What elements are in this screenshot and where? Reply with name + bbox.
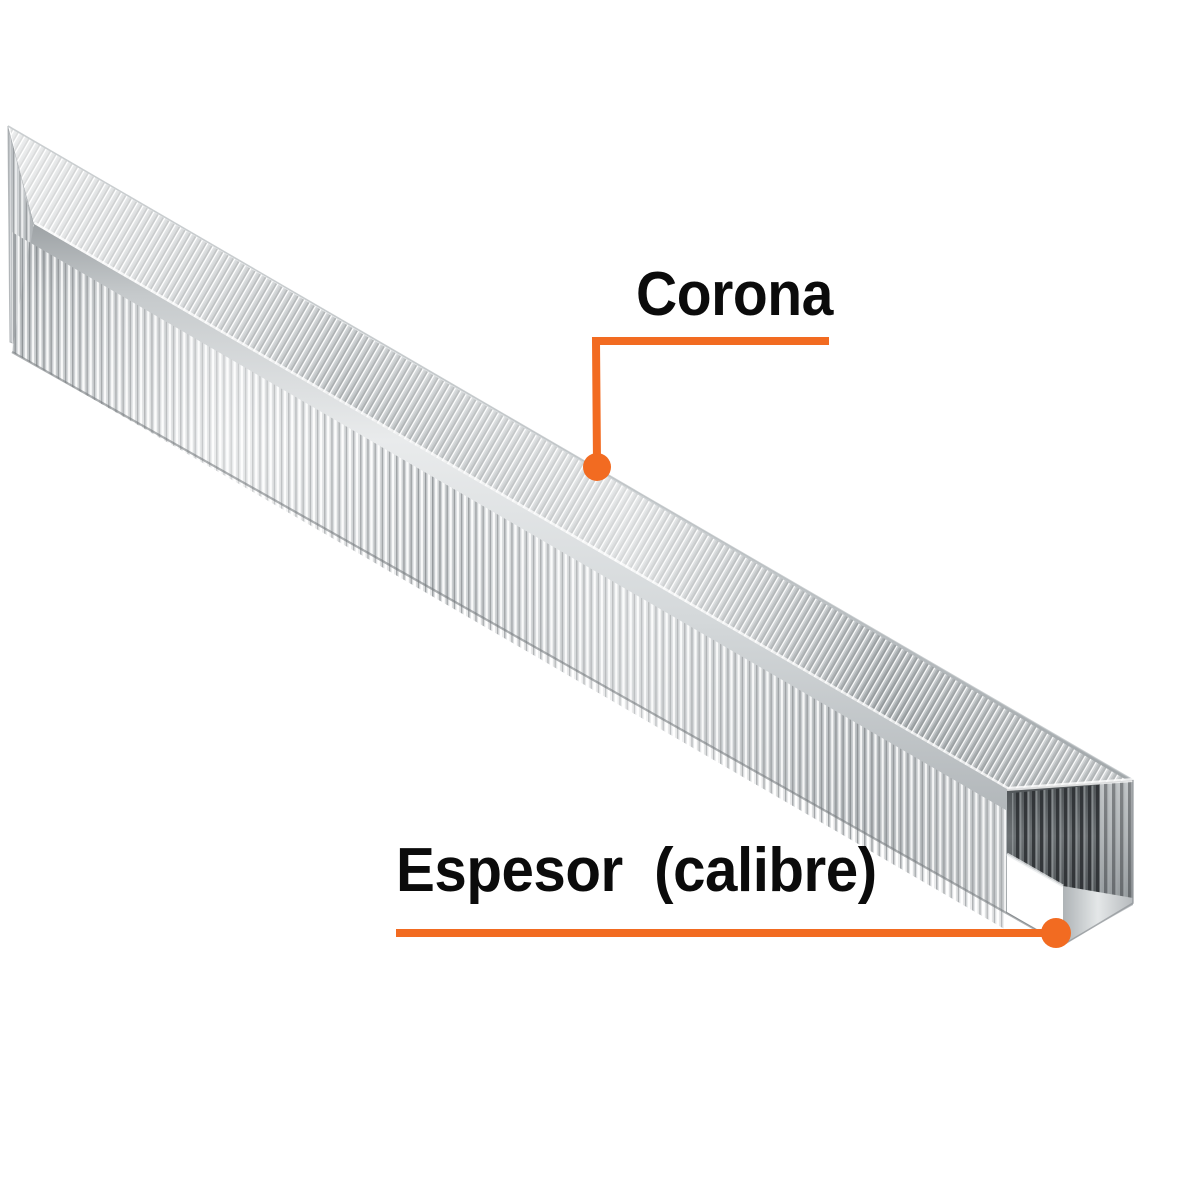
strip-open-channel-right xyxy=(1006,778,1134,946)
strip-crown-top-face xyxy=(7,125,1134,826)
callout-label-espesor: Espesor (calibre) xyxy=(396,836,877,905)
strip-leg-front-face xyxy=(11,224,1064,946)
callout-label-corona: Corona xyxy=(636,260,833,329)
callout-espesor xyxy=(396,918,1071,948)
espesor-marker-dot xyxy=(1041,918,1071,948)
corona-leader-line xyxy=(591,337,829,464)
corona-marker-dot xyxy=(583,453,611,481)
callout-corona xyxy=(583,337,829,481)
